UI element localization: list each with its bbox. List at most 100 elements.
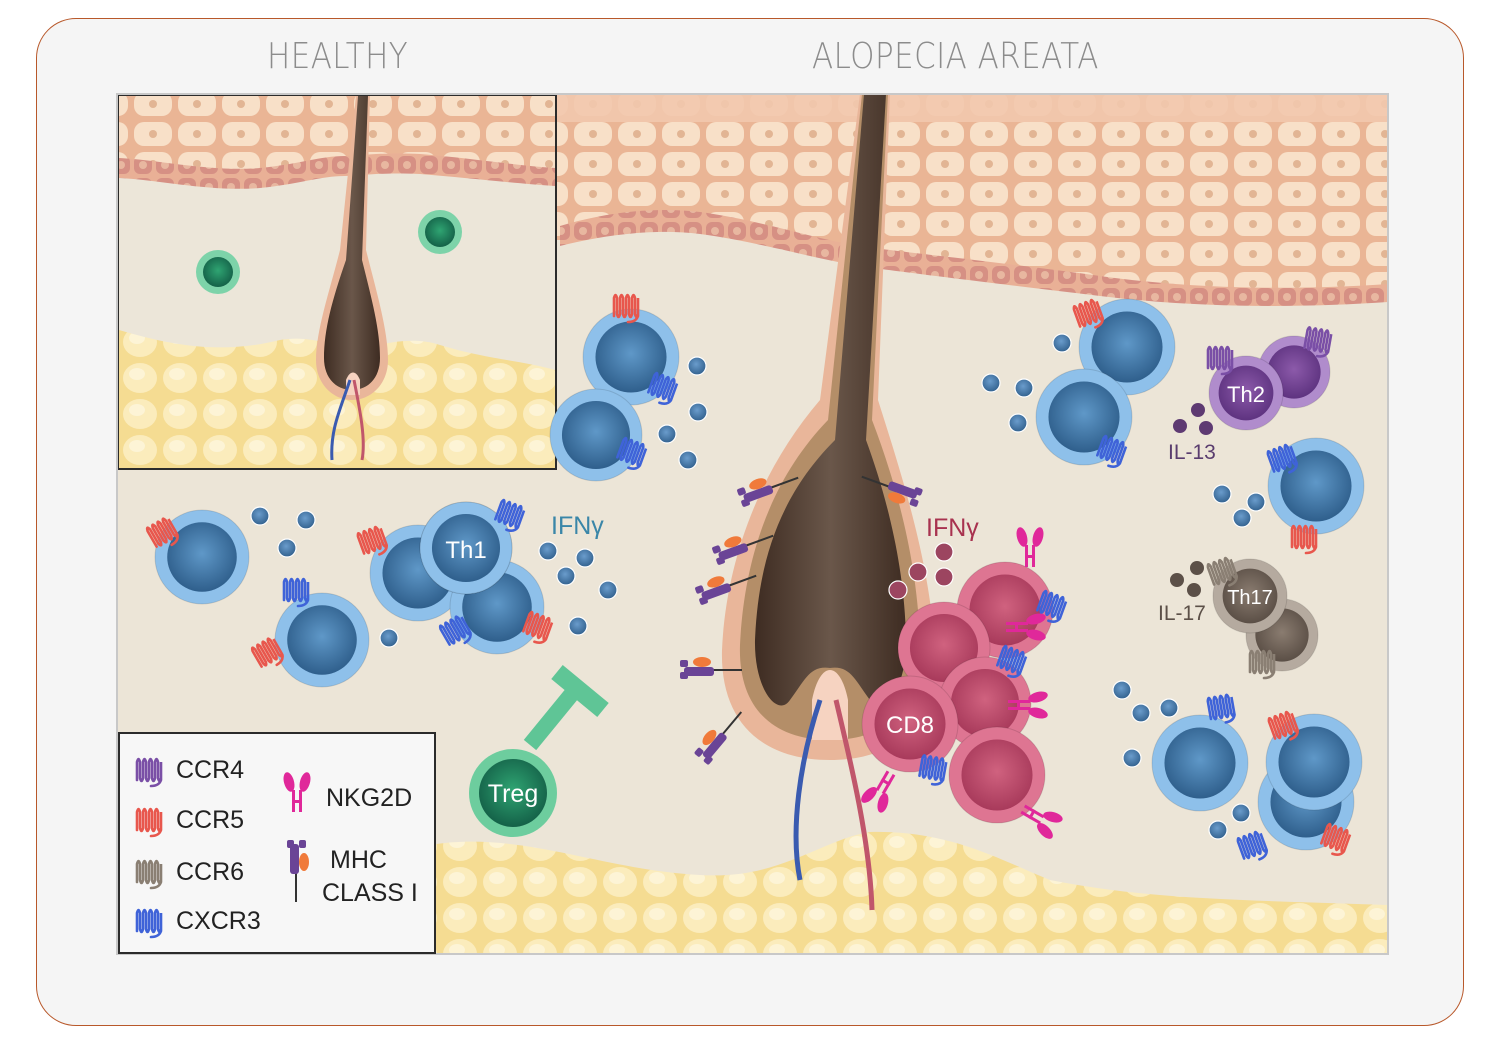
receptor-coil-icon xyxy=(145,517,179,548)
cytokine-dot xyxy=(1208,820,1228,840)
nkg2d-receptor-icon xyxy=(861,770,896,813)
legend-mhc-label-line2: CLASS I xyxy=(322,879,418,907)
il17-label: IL-17 xyxy=(1158,602,1206,625)
receptor-coil-icon xyxy=(616,436,648,470)
cytokine-dot xyxy=(379,628,399,648)
treg-label: Treg xyxy=(488,780,538,808)
receptor-coil-icon xyxy=(1206,345,1234,376)
cytokine-dot xyxy=(556,566,576,586)
th17-label: Th17 xyxy=(1227,587,1273,609)
cytokine-dot xyxy=(1246,492,1266,512)
il13-dot xyxy=(1191,403,1205,417)
ifng-dot xyxy=(934,567,954,587)
mhc-class-i-icon xyxy=(712,534,774,565)
receptor-coil-icon xyxy=(282,577,310,608)
legend-nkg2d-icon xyxy=(283,772,311,812)
cytokine-dot xyxy=(538,541,558,561)
receptor-coil-icon xyxy=(1303,326,1333,358)
healthy-inset xyxy=(119,96,555,468)
th2-label: Th2 xyxy=(1227,382,1265,407)
legend-ccr5-icon xyxy=(135,807,163,838)
cytokine-dot xyxy=(1232,508,1252,528)
treg-cell: Treg xyxy=(469,665,609,837)
th2-cell xyxy=(1208,355,1284,431)
ifng-left-label: IFNγ xyxy=(551,512,604,540)
th1-cell xyxy=(419,501,513,595)
t-cell xyxy=(1265,713,1363,811)
ifng-dot xyxy=(908,562,928,582)
receptor-coil-icon xyxy=(522,610,554,644)
receptor-coil-icon xyxy=(494,498,526,532)
t-cell xyxy=(1078,298,1176,396)
t-cell xyxy=(1151,714,1249,812)
basal-layer xyxy=(560,209,1388,306)
t-cell xyxy=(274,592,370,688)
receptor-coil-icon xyxy=(356,525,388,556)
legend-ccr5-label: CCR5 xyxy=(176,806,244,834)
t-cell xyxy=(154,509,250,605)
cd8-cell xyxy=(861,675,959,773)
cytokine-dot xyxy=(981,373,1001,393)
legend-ccr4-label: CCR4 xyxy=(176,756,244,784)
il17-dot xyxy=(1170,573,1184,587)
cytokine-dot xyxy=(1159,698,1179,718)
receptor-coil-icon xyxy=(1096,434,1128,468)
cytokine-dot xyxy=(568,616,588,636)
cytokine-dot xyxy=(1231,803,1251,823)
hair-shaft xyxy=(754,94,907,706)
nkg2d-receptor-icon xyxy=(1016,527,1044,567)
mhc-class-i-icon xyxy=(694,711,743,765)
legend-ccr6-icon xyxy=(135,859,163,890)
cytokine-dot xyxy=(1052,333,1072,353)
healthy-title: HEALTHY xyxy=(267,36,409,77)
artery xyxy=(833,699,875,911)
resident-cell xyxy=(196,250,240,294)
receptor-coil-icon xyxy=(612,293,640,324)
healthy-fat xyxy=(119,330,555,468)
legend-mhc-label-line1: MHC xyxy=(330,846,387,874)
ifng-dot xyxy=(934,542,954,562)
cytokine-dot xyxy=(1131,703,1151,723)
inhibition-bar-icon xyxy=(551,665,609,717)
cytokine-dot xyxy=(657,424,677,444)
legend: CCR4 CCR5 CCR6 CXCR3 NKG2D MHC CLASS I xyxy=(118,732,436,954)
mhc-class-i-icon xyxy=(861,475,923,507)
cd8-cell xyxy=(938,656,1032,750)
legend-ccr4-icon xyxy=(135,757,163,788)
cd8-cell xyxy=(948,726,1046,824)
receptor-coil-icon xyxy=(438,615,472,646)
receptor-coil-icon xyxy=(1290,524,1318,555)
legend-cxcr3-label: CXCR3 xyxy=(176,907,261,935)
cytokine-dot xyxy=(575,548,595,568)
receptor-coil-icon xyxy=(1236,830,1268,861)
cytokine-dot xyxy=(1008,413,1028,433)
il13-dot xyxy=(1173,419,1187,433)
il13-dot xyxy=(1199,421,1213,435)
cd8-label: CD8 xyxy=(886,712,934,739)
nkg2d-receptor-icon xyxy=(1008,691,1048,719)
cytokine-dot xyxy=(1212,484,1232,504)
cytokine-dot xyxy=(250,506,270,526)
receptor-coil-icon xyxy=(1072,298,1104,329)
ifng-right-label: IFNγ xyxy=(926,514,979,542)
cytokine-dot xyxy=(688,402,708,422)
receptor-coil-icon xyxy=(1206,556,1238,587)
receptor-coil-icon xyxy=(918,754,948,786)
receptor-coil-icon xyxy=(647,371,679,405)
cytokine-dot xyxy=(678,450,698,470)
mhc-class-i-icon xyxy=(695,574,757,605)
receptor-coil-icon xyxy=(1206,693,1236,724)
cytokine-dot xyxy=(687,356,707,376)
t-cell xyxy=(549,388,643,482)
cytokine-dot xyxy=(598,580,618,600)
il13-label: IL-13 xyxy=(1168,441,1216,464)
healthy-hair xyxy=(324,96,380,390)
legend-mhc-class-i-icon xyxy=(287,840,309,902)
receptors-group xyxy=(145,293,1352,861)
cytokine-dot xyxy=(1112,680,1132,700)
cytokine-dot xyxy=(1014,378,1034,398)
mhc-class-i-icon xyxy=(680,657,742,679)
receptor-coil-icon xyxy=(996,644,1028,678)
legend-ccr6-label: CCR6 xyxy=(176,858,244,886)
